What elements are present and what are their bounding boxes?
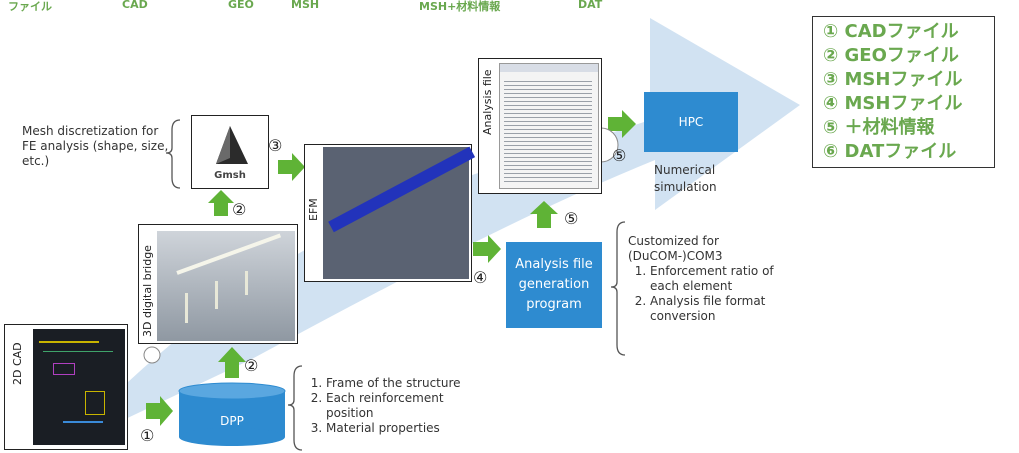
- arrow-cad-dpp: [146, 396, 173, 426]
- program-note-2: Analysis file format conversion: [650, 294, 788, 324]
- efm-box: EFM: [304, 144, 476, 282]
- cad-image: [33, 329, 125, 445]
- top-label-cad: CAD: [122, 0, 148, 11]
- bridge-box: 3D digital bridge: [138, 224, 298, 344]
- legend-item-4: ④ MSHファイル: [823, 93, 963, 114]
- dpp-note-2: Each reinforcement position: [326, 391, 494, 421]
- marker-2-upper: ②: [232, 200, 247, 219]
- bridge-label: 3D digital bridge: [141, 245, 154, 337]
- brace-gmsh: [165, 119, 181, 189]
- gmsh-logo-icon: [216, 126, 248, 164]
- program-box: Analysis file generation program: [506, 242, 602, 328]
- arrow-program-file: [530, 201, 558, 228]
- dpp-note-1: Frame of the structure: [326, 376, 494, 391]
- top-label-msh-material: MSH+材料情報: [419, 0, 501, 13]
- efm-image: [323, 146, 476, 279]
- legend-item-5: ⑤ ＋材料情報: [823, 117, 935, 138]
- legend-item-1: ① CADファイル: [823, 21, 959, 42]
- efm-label: EFM: [307, 198, 320, 221]
- brace-program: [610, 221, 626, 356]
- program-note-1: Enforcement ratio of each element: [650, 264, 788, 294]
- dpp-label: DPP: [220, 414, 244, 428]
- dpp-cylinder: [178, 382, 286, 446]
- connector-circle-bridge: [143, 346, 161, 364]
- gmsh-box: Gmsh: [191, 115, 269, 189]
- gmsh-note: Mesh discretization for FE analysis (sha…: [22, 124, 169, 168]
- top-label-file: ファイル: [8, 0, 52, 13]
- marker-4: ④: [473, 268, 488, 287]
- program-notes: Customized for (DuCOM-)COM3 Enforcement …: [628, 234, 788, 324]
- marker-5-hpc: ⑤: [612, 146, 627, 165]
- top-label-geo: GEO: [228, 0, 254, 11]
- arrow-file-hpc: [608, 110, 636, 138]
- arrow-gmsh-efm: [278, 153, 305, 181]
- top-label-msh: MSH: [291, 0, 320, 11]
- legend-item-6: ⑥ DATファイル: [823, 141, 957, 162]
- marker-1: ①: [140, 426, 155, 445]
- gmsh-label: Gmsh: [214, 170, 246, 181]
- arrow-efm-program: [473, 235, 501, 263]
- legend-item-3: ③ MSHファイル: [823, 69, 963, 90]
- top-label-dat: DAT: [578, 0, 603, 11]
- hpc-box: HPC: [644, 92, 738, 152]
- analysis-file-label: Analysis file: [481, 69, 494, 135]
- cad-box: 2D CAD: [4, 324, 128, 450]
- hpc-caption: Numerical simulation: [654, 163, 717, 194]
- analysis-file-image: [499, 63, 599, 189]
- brace-dpp: [287, 365, 303, 451]
- bridge-image: [157, 231, 295, 341]
- dpp-note-3: Material properties: [326, 421, 494, 436]
- program-notes-title: Customized for (DuCOM-)COM3: [628, 234, 723, 263]
- arrow-dpp-bridge: [218, 347, 246, 378]
- marker-3: ③: [268, 136, 283, 155]
- cad-label: 2D CAD: [11, 342, 24, 385]
- marker-2-lower: ②: [244, 356, 259, 375]
- analysis-file-box: Analysis file: [478, 58, 602, 194]
- dpp-notes: Frame of the structure Each reinforcemen…: [304, 376, 494, 436]
- marker-5-program: ⑤: [564, 209, 579, 228]
- arrow-bridge-gmsh: [208, 190, 234, 216]
- legend-item-2: ② GEOファイル: [823, 45, 959, 66]
- legend-box: ① CADファイル ② GEOファイル ③ MSHファイル ④ MSHファイル …: [812, 16, 995, 168]
